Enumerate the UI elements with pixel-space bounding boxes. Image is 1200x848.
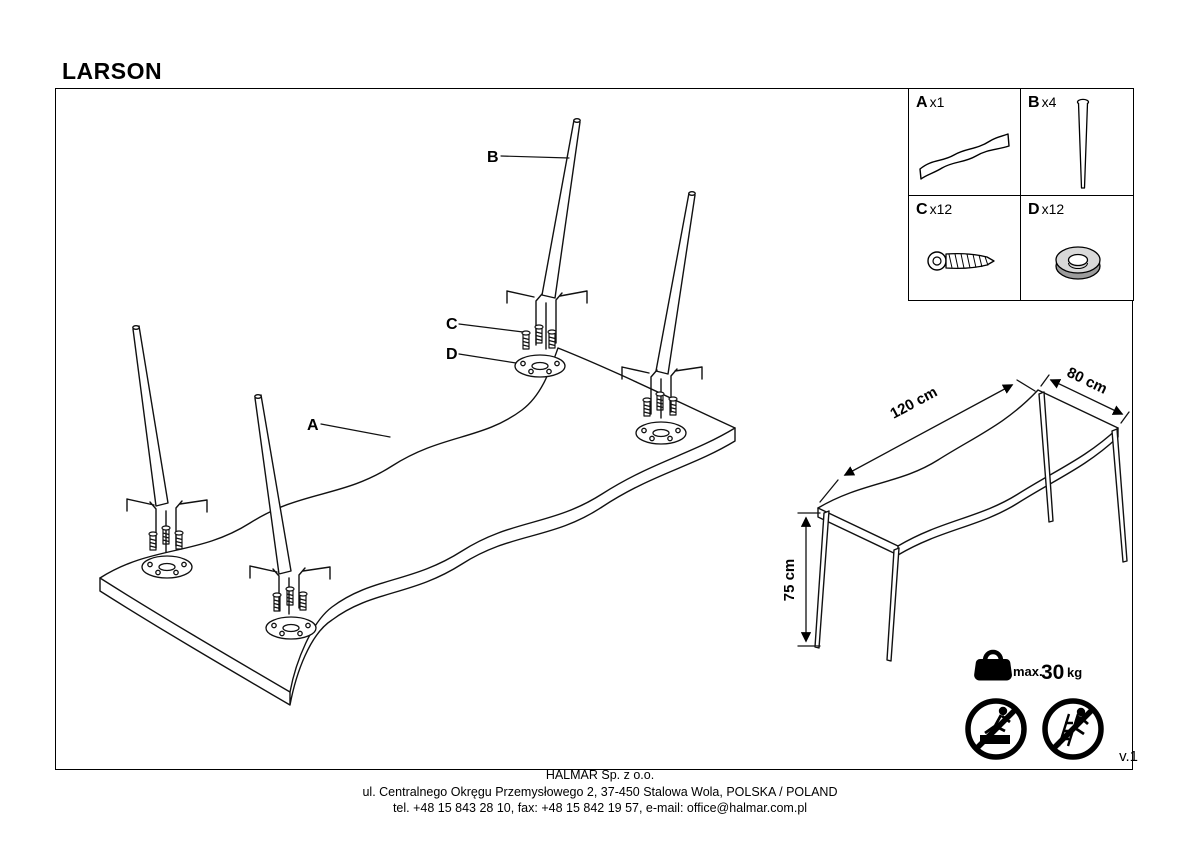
dim-table-legs	[814, 391, 1128, 662]
screw-icon	[927, 251, 995, 271]
max-load-value: 30	[1041, 661, 1064, 684]
dim-arrows	[797, 374, 1130, 647]
max-load-prefix: max.	[1013, 664, 1043, 679]
tabletop-icon	[919, 133, 1010, 180]
part-a-qty: x1	[929, 94, 945, 110]
part-d-letter: D	[1028, 201, 1040, 218]
callout-labels: B C D A	[307, 149, 499, 434]
part-c-qty: x12	[929, 201, 953, 217]
dim-length-label: 120 cm	[887, 383, 940, 422]
leg-middle	[254, 394, 292, 575]
version-label: v.1	[1119, 748, 1138, 765]
dim-table-top	[817, 389, 1119, 547]
part-b-qty: x4	[1041, 94, 1057, 110]
footer: HALMAR Sp. z o.o. ul. Centralnego Okręgu…	[0, 767, 1200, 817]
company-address: ul. Centralnego Okręgu Przemysłowego 2, …	[362, 784, 838, 799]
dim-height-label: 75 cm	[781, 559, 798, 602]
dim-depth-label: 80 cm	[1064, 364, 1110, 398]
company-contact: tel. +48 15 843 28 10, fax: +48 15 842 1…	[392, 801, 808, 815]
leg-icon	[1076, 98, 1090, 189]
exploded-view	[99, 117, 736, 706]
label-c: C	[446, 316, 458, 333]
company-name: HALMAR Sp. z o.o.	[545, 768, 655, 782]
dimension-view	[797, 374, 1130, 662]
part-b-letter: B	[1028, 94, 1040, 111]
tabletop-surface	[99, 347, 736, 693]
no-standing-icon	[1042, 698, 1104, 760]
weight-icon	[974, 649, 1012, 681]
no-climbing-icon	[965, 698, 1027, 760]
label-a: A	[307, 417, 319, 434]
washer-icon	[1055, 246, 1101, 280]
label-d: D	[446, 346, 458, 363]
max-load: max. 30 kg	[974, 649, 1082, 684]
max-load-unit: kg	[1067, 665, 1082, 680]
leg-left	[132, 325, 169, 507]
leg-top	[541, 117, 581, 299]
leg-right	[655, 190, 696, 375]
part-c-letter: C	[916, 201, 928, 218]
main-frame	[55, 88, 1133, 770]
page-title: LARSON	[62, 58, 163, 84]
callout-leaders	[320, 155, 570, 438]
tabletop-edge	[99, 427, 736, 706]
part-a-letter: A	[916, 94, 928, 111]
part-d-qty: x12	[1041, 201, 1065, 217]
label-b: B	[487, 149, 499, 166]
